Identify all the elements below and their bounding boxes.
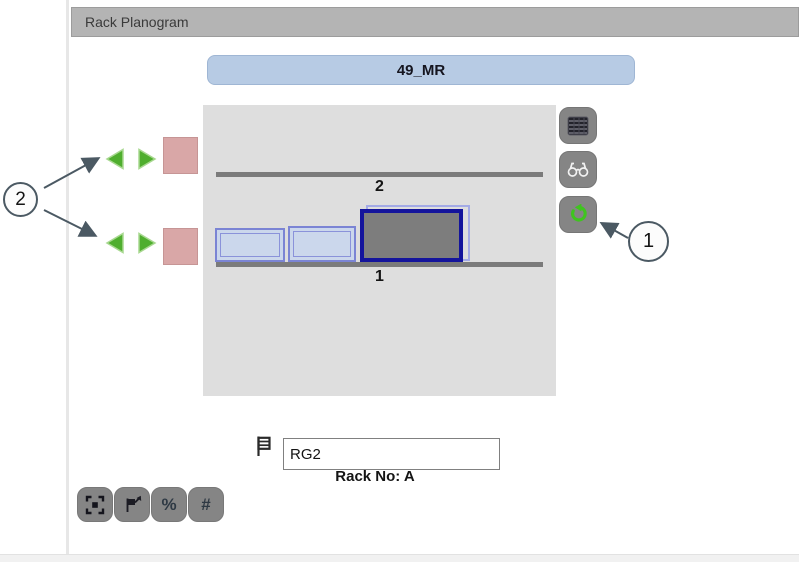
- shelf-2-slot-indicator[interactable]: [163, 137, 198, 174]
- panel-title: Rack Planogram: [85, 14, 189, 30]
- panel-title-bar: Rack Planogram: [71, 7, 799, 37]
- item-inner-outline: [220, 233, 280, 257]
- planogram-item-2[interactable]: [288, 226, 356, 262]
- flag-icon: [255, 435, 273, 463]
- shelf-2-move-left-button[interactable]: [104, 147, 125, 171]
- shelf-1-line[interactable]: [216, 262, 543, 267]
- shelf-2-line[interactable]: [216, 172, 543, 177]
- fit-screen-button[interactable]: [77, 487, 113, 522]
- percent-button[interactable]: %: [151, 487, 187, 522]
- rack-no-label: Rack No: A: [335, 468, 415, 485]
- left-divider: [66, 0, 69, 562]
- shelf-1-slot-indicator[interactable]: [163, 228, 198, 265]
- binoculars-icon: [567, 162, 589, 177]
- rotate-arrow-icon: [570, 204, 587, 222]
- rack-name-input[interactable]: [283, 438, 500, 470]
- find-button[interactable]: [559, 151, 597, 188]
- item-inner-outline: [293, 231, 351, 257]
- planogram-item-3-selected[interactable]: [360, 209, 463, 262]
- flag-edit-button[interactable]: [114, 487, 150, 522]
- rotate-button[interactable]: [559, 196, 597, 233]
- shelf-1-move-left-button[interactable]: [104, 231, 125, 255]
- triangle-left-icon: [105, 232, 124, 254]
- shelf-1-label: 1: [375, 268, 384, 285]
- shelf-2-label: 2: [375, 178, 384, 195]
- callout-2: 2: [3, 182, 38, 217]
- rack-group-header[interactable]: 49_MR: [207, 55, 635, 85]
- grid-view-button[interactable]: [559, 107, 597, 144]
- planogram-item-1[interactable]: [215, 228, 285, 262]
- flag-arrow-icon: [126, 495, 141, 512]
- triangle-right-icon: [138, 232, 157, 254]
- fit-screen-icon: [85, 495, 105, 514]
- grid-icon: [567, 116, 589, 135]
- triangle-right-icon: [138, 148, 157, 170]
- shelf-1-move-right-button[interactable]: [137, 231, 158, 255]
- planogram-canvas[interactable]: 2 1: [203, 105, 556, 396]
- hash-button[interactable]: #: [188, 487, 224, 522]
- bottom-status-strip: [0, 554, 799, 562]
- triangle-left-icon: [105, 148, 124, 170]
- shelf-2-move-right-button[interactable]: [137, 147, 158, 171]
- callout-1: 1: [628, 221, 669, 262]
